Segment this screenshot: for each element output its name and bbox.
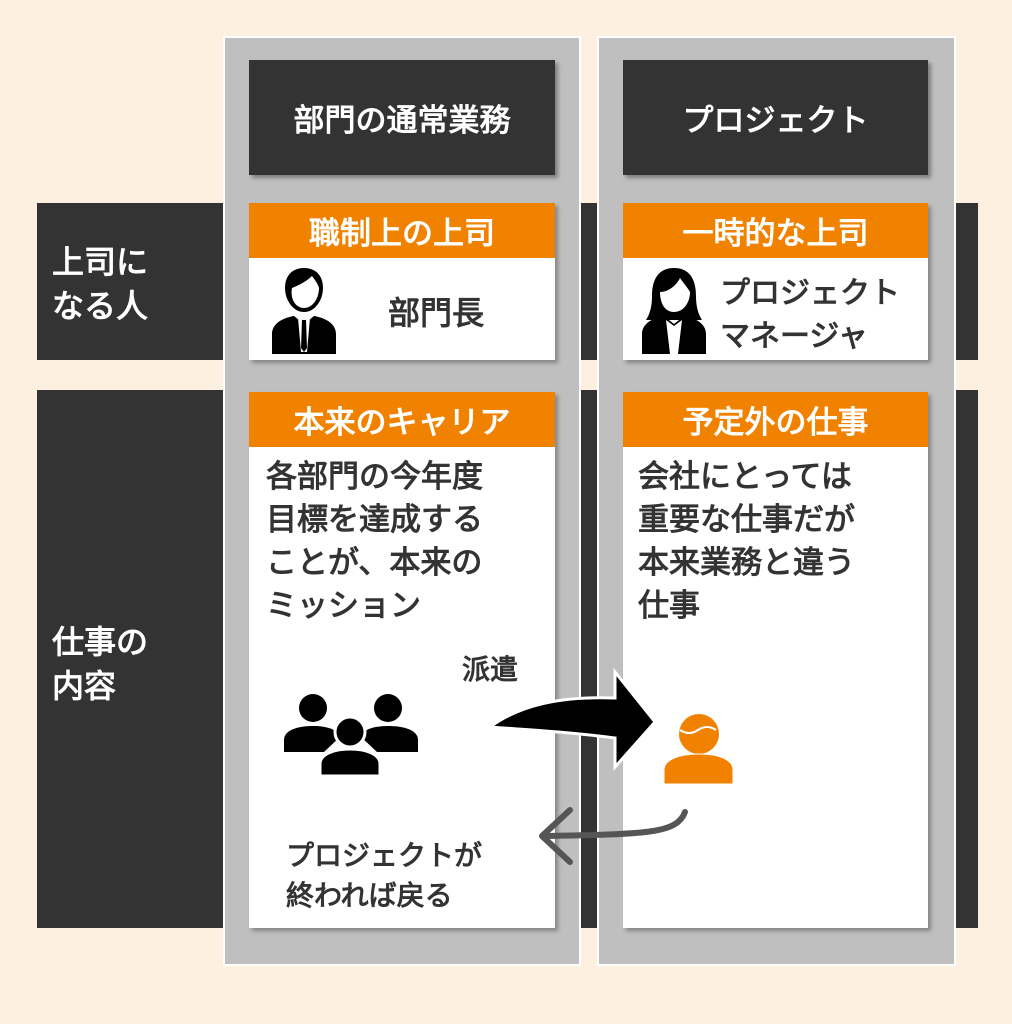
- boss-name-regular: 部門長: [388, 294, 485, 332]
- dispatched-person-icon: [663, 714, 734, 785]
- male-manager-icon: [272, 268, 336, 354]
- boss-title-project: 一時的な上司: [623, 203, 928, 258]
- boss-name-project: プロジェクト マネージャ: [720, 276, 900, 354]
- work-text-project: 会社にとっては 重要な仕事だが 本来業務と違う 仕事: [638, 459, 855, 624]
- row-label-boss: 上司に なる人: [52, 243, 149, 325]
- female-manager-icon: [642, 268, 706, 354]
- work-card-project: [623, 392, 928, 928]
- work-title-regular: 本来のキャリア: [249, 392, 555, 447]
- work-title-project: 予定外の仕事: [623, 392, 928, 447]
- boss-title-regular: 職制上の上司: [249, 203, 555, 258]
- dispatch-label: 派遣: [462, 653, 519, 686]
- work-card-regular: [249, 392, 555, 928]
- header-regular-work: 部門の通常業務: [249, 60, 555, 175]
- dispatch-arrow-icon: [485, 667, 657, 771]
- return-label: プロジェクトが 終われば戻る: [286, 839, 483, 912]
- work-text-regular: 各部門の今年度 目標を達成する ことが、本来の ミッション: [266, 459, 483, 624]
- row-label-work: 仕事の 内容: [52, 623, 149, 705]
- return-arrow-icon: [539, 807, 688, 865]
- header-project: プロジェクト: [623, 60, 928, 175]
- team-icon: [284, 694, 418, 776]
